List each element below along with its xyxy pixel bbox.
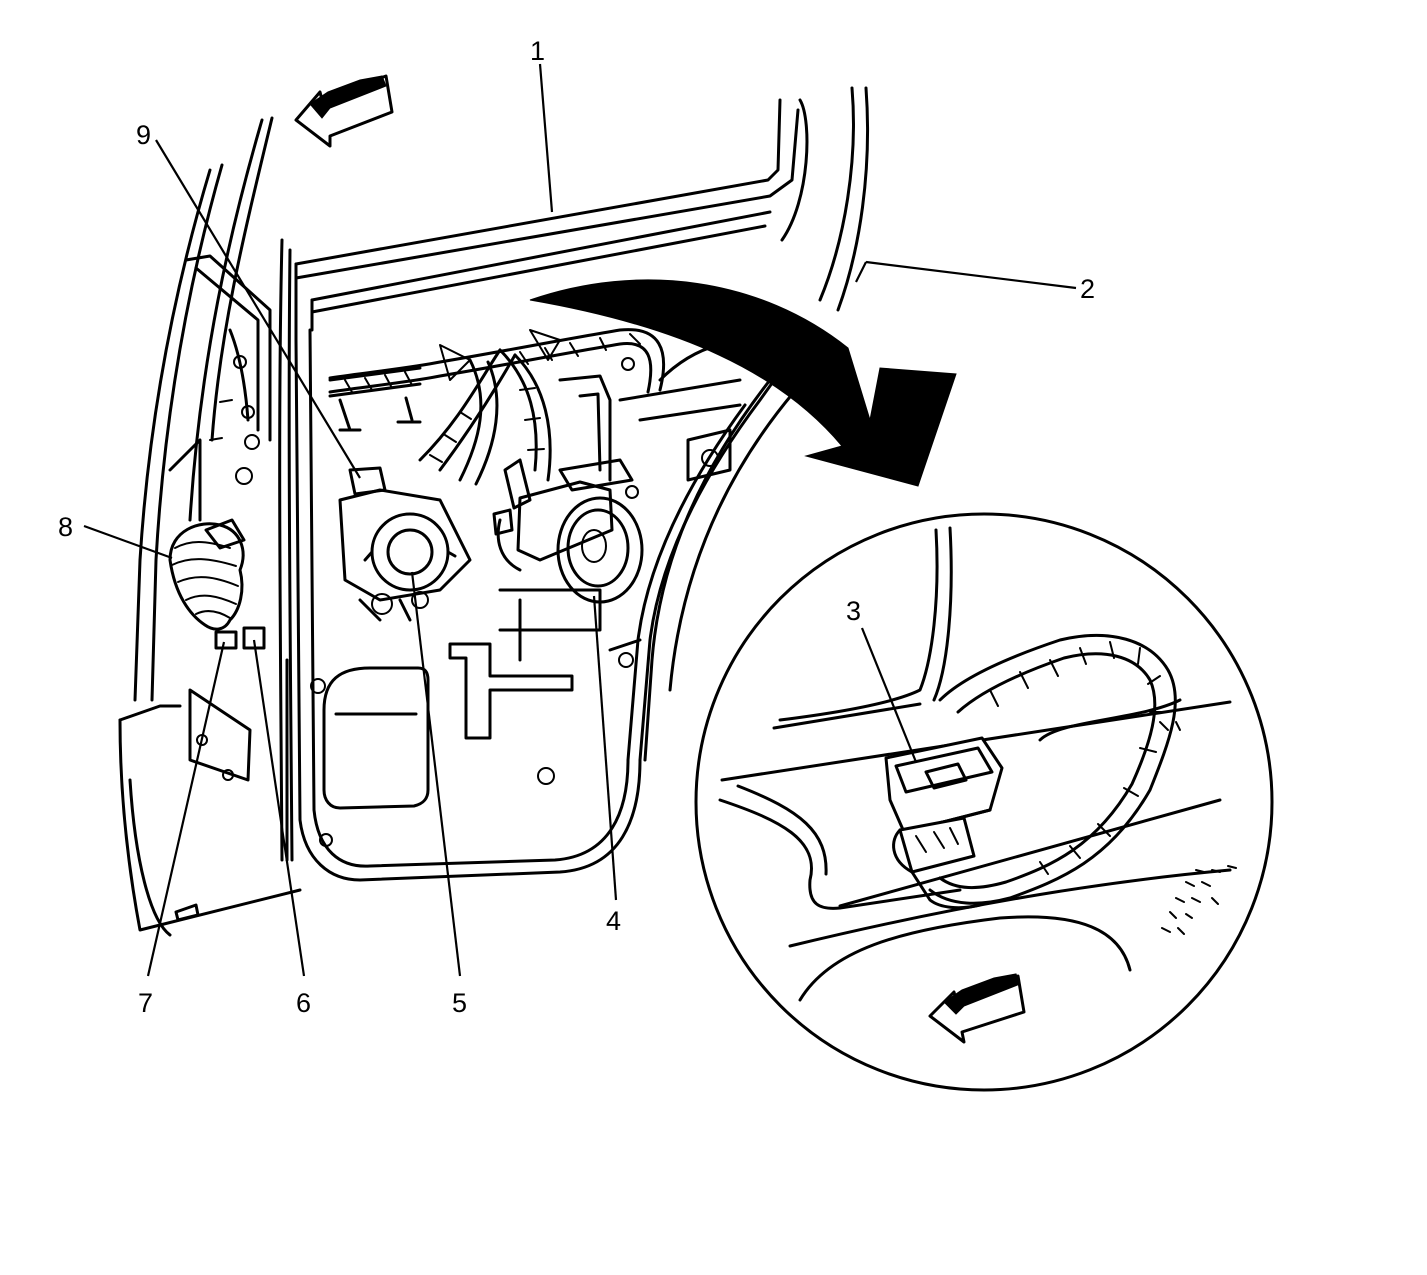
detail-view (694, 512, 1274, 1092)
callout-7: 7 (138, 988, 153, 1018)
callout-9: 9 (136, 120, 151, 150)
front-direction-arrow-icon (294, 74, 394, 148)
wiring-harness (328, 328, 720, 572)
callout-4: 4 (606, 906, 621, 936)
window-regulator-motor (338, 466, 472, 622)
callout-2: 2 (1080, 274, 1095, 304)
harness-grommet (168, 518, 266, 650)
callout-labels: 1 2 3 4 5 6 7 8 9 (58, 36, 1095, 1018)
callout-8: 8 (58, 512, 73, 542)
leader-lines (83, 63, 1077, 977)
lock-actuator-connector (348, 466, 387, 496)
callout-5: 5 (452, 988, 467, 1018)
curved-detail-arrow-icon (529, 279, 957, 487)
door-frame (118, 86, 870, 937)
callout-3: 3 (846, 596, 861, 626)
door-speaker (516, 458, 644, 604)
detail-front-direction-arrow-icon (928, 973, 1026, 1044)
callout-1: 1 (530, 36, 545, 66)
callout-6: 6 (296, 988, 311, 1018)
